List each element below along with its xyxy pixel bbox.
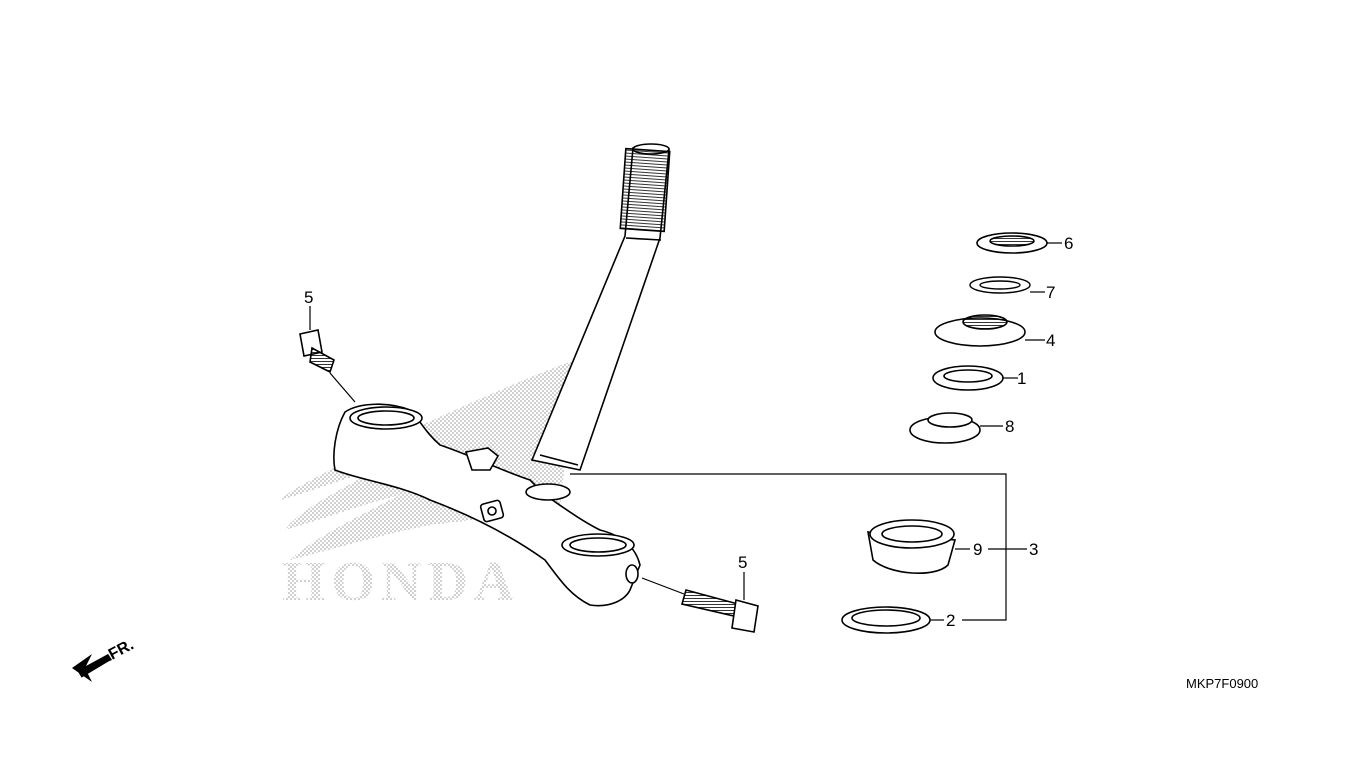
callout-8: 8 <box>1005 417 1014 436</box>
bolt-upper <box>299 329 335 374</box>
leader-lines <box>309 242 1062 621</box>
callout-3: 3 <box>1029 540 1038 559</box>
callout-7: 7 <box>1046 283 1055 302</box>
steering-stem <box>530 143 671 471</box>
lock-washer <box>969 276 1031 294</box>
honda-watermark-text: HONDA <box>282 551 520 613</box>
callout-5-upper: 5 <box>304 288 313 307</box>
callout-5-lower: 5 <box>738 553 747 572</box>
figure-code: MKP7F0900 <box>1186 676 1258 691</box>
front-arrow-icon <box>72 654 112 682</box>
callout-6: 6 <box>1064 234 1073 253</box>
lower-triple-clamp <box>333 403 641 607</box>
dust-seal <box>932 365 1004 391</box>
upper-bearing <box>909 412 981 444</box>
callout-9: 9 <box>973 540 982 559</box>
bolt-lower <box>680 589 759 633</box>
callout-2: 2 <box>946 611 955 630</box>
callout-1: 1 <box>1017 369 1026 388</box>
adjusting-nut <box>934 314 1026 347</box>
callout-4: 4 <box>1046 331 1055 350</box>
lower-bearing <box>867 519 957 574</box>
stem-nut <box>976 232 1048 254</box>
lower-dust-seal <box>841 606 931 634</box>
